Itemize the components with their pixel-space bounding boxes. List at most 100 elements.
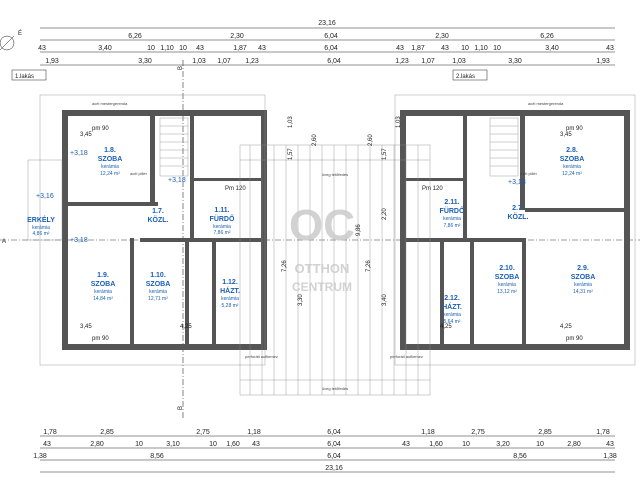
dim: 3,10: [166, 441, 180, 448]
dim: 1,87: [233, 45, 247, 52]
dim: 1,03: [452, 58, 466, 65]
hatch-note-right: Pm 120: [422, 186, 443, 192]
dim: 6,04: [324, 33, 338, 40]
svg-text:1.9.: 1.9.: [97, 272, 109, 279]
dim: 1,10: [160, 45, 174, 52]
north-arrow-icon: É: [0, 30, 22, 51]
unit-label-box-left: [11, 69, 47, 81]
dim: 8,56: [513, 453, 527, 460]
dim: 10: [462, 441, 470, 448]
dim: 10: [461, 45, 469, 52]
level-marks: +3,18 +3,18 +3,16 +3,18 +3,18: [36, 150, 526, 244]
svg-text:4,86 m²: 4,86 m²: [33, 231, 50, 237]
room-1-10: 1.10. SZOBA kerámia 12,71 m²: [146, 272, 171, 302]
level-mark: +3,18: [70, 150, 88, 157]
dim: 43: [606, 441, 614, 448]
svg-text:HÁZT.: HÁZT.: [220, 286, 240, 295]
dim: 1,60: [429, 441, 443, 448]
dim: 1,38: [33, 453, 47, 460]
svg-text:SZOBA: SZOBA: [560, 156, 585, 163]
dim: 1,57: [382, 148, 388, 160]
axis-a-label: A: [2, 239, 6, 245]
beam-note-left: acél mestergerenda: [92, 101, 128, 106]
section-dim-6: 4,25: [560, 324, 572, 330]
svg-text:KÖZL.: KÖZL.: [148, 215, 169, 224]
svg-text:ERKÉLY: ERKÉLY: [27, 215, 55, 224]
svg-text:kerámia: kerámia: [443, 216, 461, 222]
dim: 2,85: [538, 429, 552, 436]
dim: 1,18: [421, 429, 435, 436]
room-2-7: 2.7. KÖZL.: [508, 205, 529, 221]
svg-text:FÜRDŐ: FÜRDŐ: [440, 206, 465, 215]
dim: 3,40: [98, 45, 112, 52]
bottom-total-dim: 23,16: [325, 465, 343, 472]
dim: 1,60: [226, 441, 240, 448]
dim: 1,03: [396, 116, 402, 128]
room-1-7: 1.7. KÖZL.: [148, 208, 169, 224]
svg-text:SZOBA: SZOBA: [495, 274, 520, 281]
svg-text:kerámia: kerámia: [574, 282, 592, 288]
svg-text:SZOBA: SZOBA: [98, 156, 123, 163]
svg-text:1.10.: 1.10.: [150, 272, 166, 279]
left-stair: [159, 117, 189, 177]
dim: 10: [179, 45, 187, 52]
pillar-note-right: acél pillér: [520, 171, 538, 176]
svg-text:OC: OC: [289, 201, 355, 250]
level-mark: +3,18: [508, 179, 526, 186]
svg-text:1.12.: 1.12.: [222, 279, 238, 286]
dim: 1,87: [411, 45, 425, 52]
svg-text:kerámia: kerámia: [563, 164, 581, 170]
dim: 10: [493, 45, 501, 52]
dim: 3,30: [138, 58, 152, 65]
svg-text:kerámia: kerámia: [498, 282, 516, 288]
svg-text:SZOBA: SZOBA: [146, 281, 171, 288]
svg-text:1.7.: 1.7.: [152, 208, 164, 215]
dim: 2,75: [196, 429, 210, 436]
right-stair: [489, 117, 519, 177]
svg-text:2.10.: 2.10.: [499, 265, 515, 272]
svg-text:2.11.: 2.11.: [444, 199, 459, 206]
dim: 10: [209, 441, 217, 448]
dim: 2,20: [382, 208, 388, 220]
roof-note-1: pm 90: [92, 126, 109, 132]
dim: 1,18: [247, 429, 261, 436]
dim: 6,04: [327, 441, 341, 448]
top-total-dim: 23,16: [318, 20, 336, 27]
dim: 1,07: [217, 58, 231, 65]
right-roof-outline: [394, 94, 636, 366]
svg-text:CENTRUM: CENTRUM: [292, 280, 352, 294]
svg-text:12,24 m²: 12,24 m²: [562, 171, 582, 177]
dim: 43: [441, 45, 449, 52]
north-label: É: [18, 30, 22, 37]
dim: 1,03: [192, 58, 206, 65]
svg-text:12,24 m²: 12,24 m²: [100, 171, 120, 177]
dim: 1,03: [288, 116, 294, 128]
room-1-12: 1.12. HÁZT. kerámia 5,28 m²: [220, 279, 240, 309]
dim: 1,10: [474, 45, 488, 52]
svg-text:14,84 m²: 14,84 m²: [93, 296, 113, 302]
dim: 6,04: [327, 453, 341, 460]
svg-text:2.8.: 2.8.: [566, 147, 578, 154]
room-balcony: ERKÉLY kerámia 4,86 m²: [27, 215, 55, 237]
section-dim-1: 3,45: [80, 132, 92, 138]
unit-label-box-right: [452, 69, 488, 81]
axis-b-label-bottom: B: [178, 406, 184, 410]
dim: 3,30: [298, 294, 304, 306]
svg-text:SZOBA: SZOBA: [91, 281, 116, 288]
dim: 43: [43, 441, 51, 448]
svg-text:1.11.: 1.11.: [214, 207, 229, 214]
svg-text:1.8.: 1.8.: [104, 147, 116, 154]
walkway-note-bottom: üveg tetőfedés: [322, 386, 348, 391]
dim: 1,93: [596, 58, 610, 65]
section-dim-2: 3,45: [560, 132, 572, 138]
dim: 1,38: [603, 453, 617, 460]
dim: 2,75: [471, 429, 485, 436]
top-dimensions: 23,16 6,26 2,30 6,04 2,30 6,26 43 3,40 1…: [38, 20, 615, 66]
axis-b-label-top: B: [178, 66, 184, 70]
dim: 2,30: [435, 33, 449, 40]
dim: 1,93: [45, 58, 59, 65]
unit-label-left: 1.lakás: [15, 74, 34, 80]
dim: 43: [252, 441, 260, 448]
dim: 7,26: [282, 260, 288, 272]
